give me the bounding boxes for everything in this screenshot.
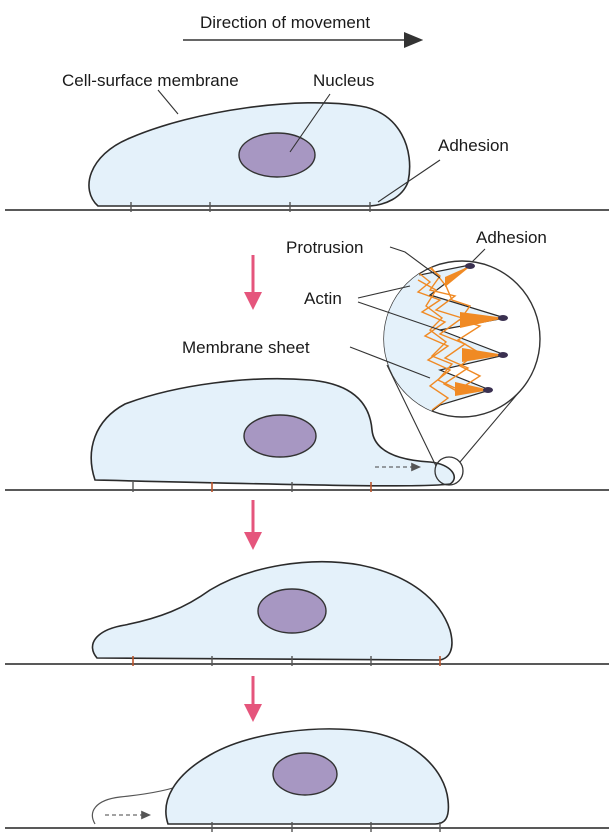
panel-1: Cell-surface membrane Nucleus Adhesion	[5, 71, 609, 212]
nucleus-shape	[258, 589, 326, 633]
adhesion-tip	[498, 352, 508, 358]
step-arrow	[244, 255, 262, 310]
nucleus-shape	[239, 133, 315, 177]
direction-label: Direction of movement	[200, 13, 370, 32]
panel-4	[5, 729, 609, 832]
step-arrow	[244, 676, 262, 722]
cell-surface-membrane-label: Cell-surface membrane	[62, 71, 239, 90]
nucleus-shape	[273, 753, 337, 795]
adhesion-tip	[483, 387, 493, 393]
panel-3	[5, 562, 609, 666]
membrane-sheet-label: Membrane sheet	[182, 338, 310, 357]
protrusion-label: Protrusion	[286, 238, 363, 257]
nucleus-label: Nucleus	[313, 71, 374, 90]
adhesion-tip	[465, 263, 475, 269]
adhesion-label: Adhesion	[438, 136, 509, 155]
nucleus-shape	[244, 415, 316, 457]
step-arrow	[244, 500, 262, 550]
adhesion-tip	[498, 315, 508, 321]
actin-label: Actin	[304, 289, 342, 308]
adhesion-inset-label: Adhesion	[476, 228, 547, 247]
